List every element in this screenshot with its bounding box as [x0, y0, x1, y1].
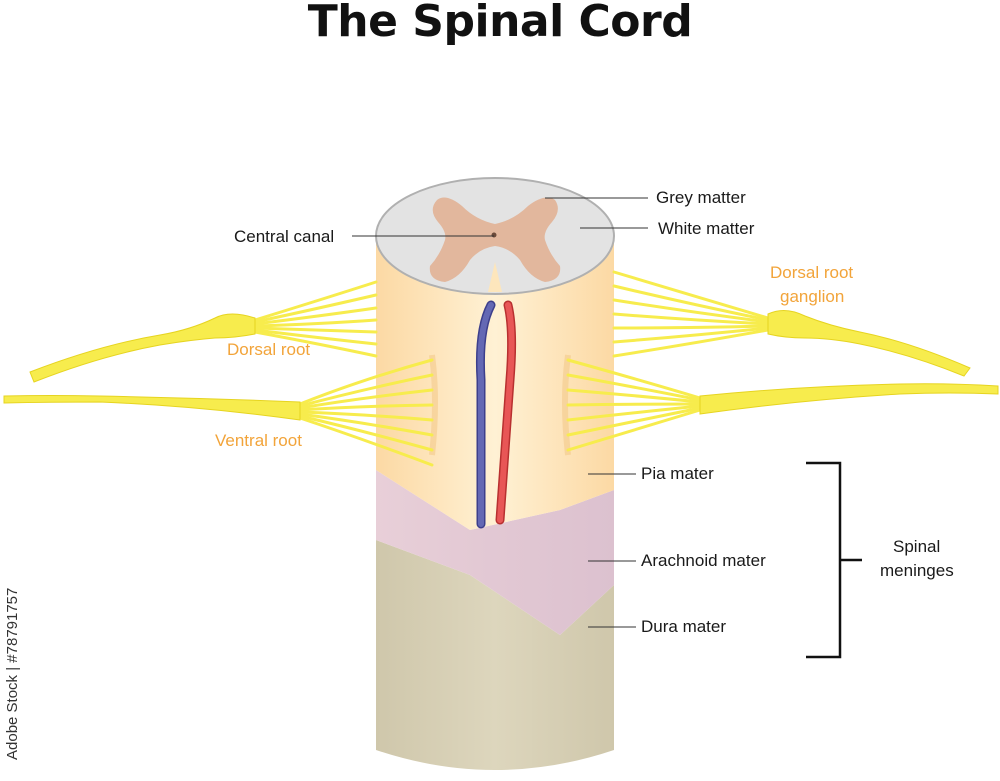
left-nerve-roots	[253, 280, 434, 467]
label-dura-mater: Dura mater	[641, 617, 727, 636]
stock-watermark: Adobe Stock | #78791757	[4, 587, 21, 760]
label-grey-matter: Grey matter	[656, 188, 746, 207]
label-spinal-meninges-1: Spinal	[893, 537, 941, 556]
diagram-title: The Spinal Cord	[307, 0, 693, 47]
arachnoid-mater-layer	[376, 470, 614, 635]
blood-vessels	[475, 300, 517, 529]
leader-lines	[352, 197, 648, 628]
label-arachnoid-mater: Arachnoid mater	[641, 551, 766, 570]
label-white-matter: White matter	[658, 219, 755, 238]
label-spinal-meninges-2: meninges	[880, 561, 954, 580]
grey-matter-section	[429, 197, 561, 282]
label-pia-mater: Pia mater	[641, 464, 714, 483]
label-dorsal-root-ganglion-1: Dorsal root	[770, 263, 854, 282]
right-nerve-roots	[566, 270, 770, 452]
label-dorsal-root-ganglion-2: ganglion	[780, 287, 845, 306]
meninges-bracket	[806, 461, 862, 659]
dura-mater-layer	[376, 540, 614, 770]
left-spinal-nerves	[3, 313, 301, 421]
label-ventral-root: Ventral root	[215, 431, 302, 450]
right-spinal-nerves	[699, 310, 999, 415]
label-central-canal: Central canal	[234, 227, 335, 246]
label-dorsal-root: Dorsal root	[227, 340, 311, 359]
pia-mater-layer	[376, 232, 614, 530]
